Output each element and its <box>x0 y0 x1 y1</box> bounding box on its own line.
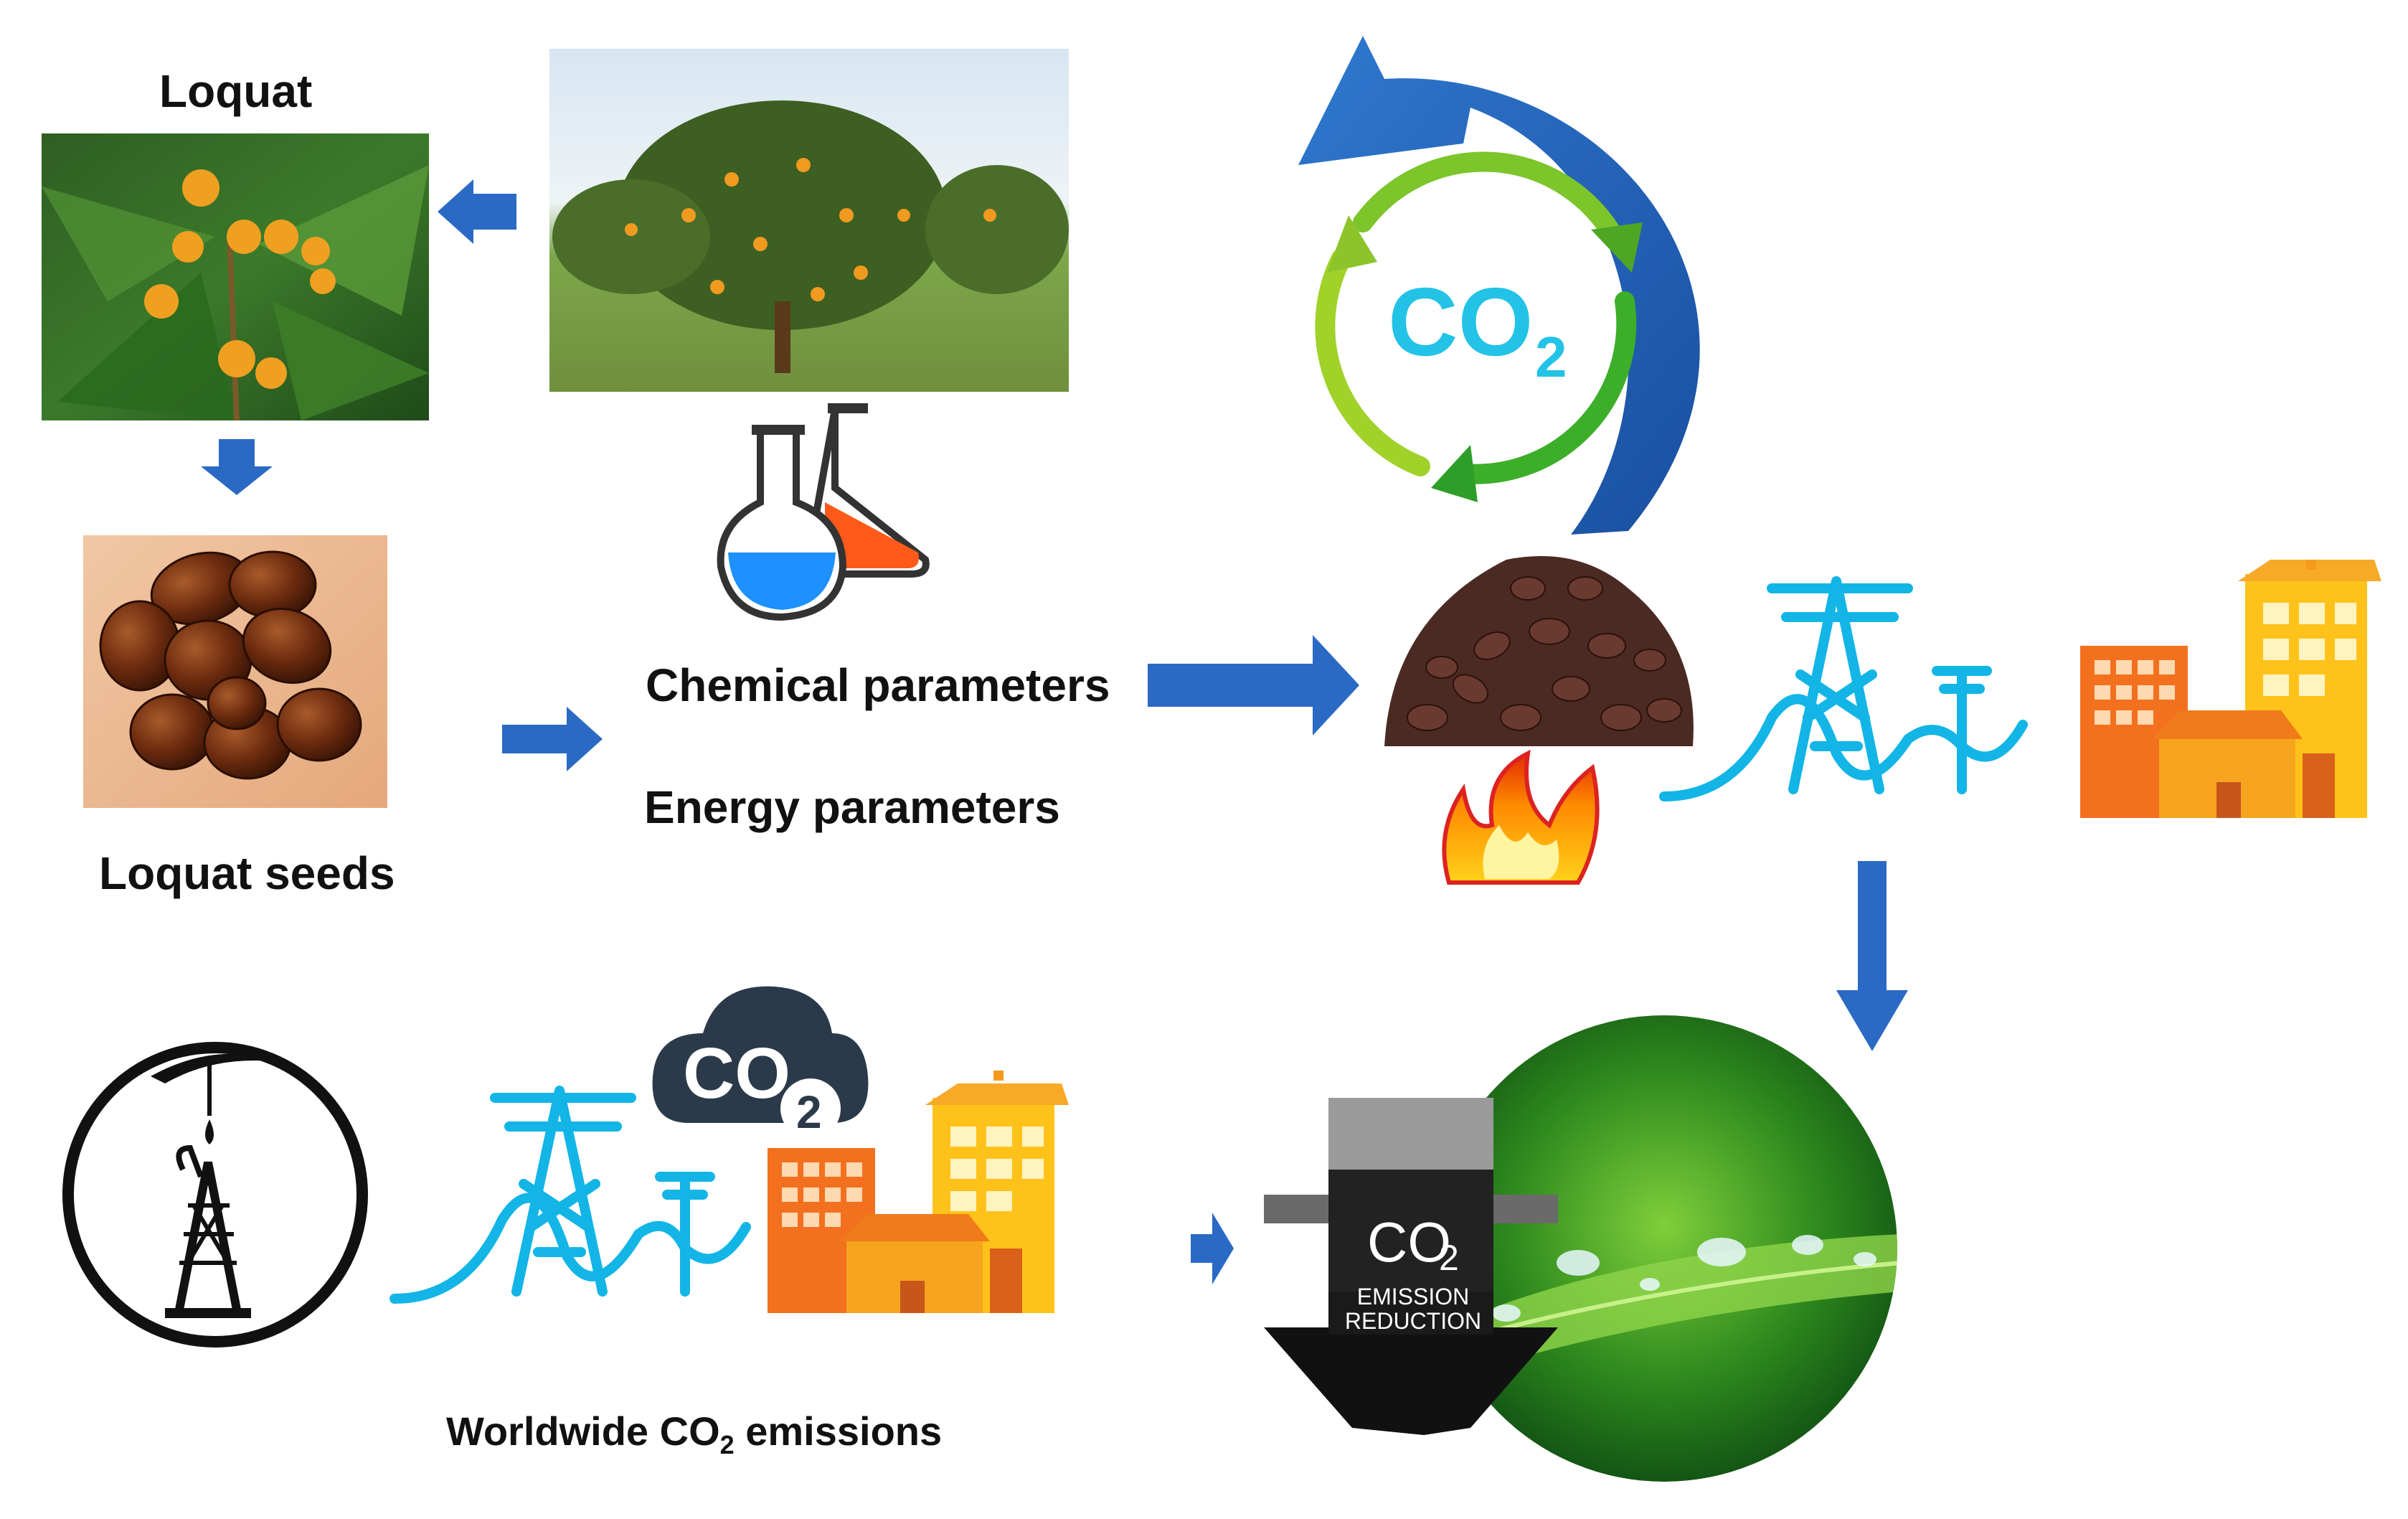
arrow-fruit-to-seeds <box>201 439 273 495</box>
co2-cloud-subscript: 2 <box>796 1086 822 1138</box>
co2-cloud-label: CO <box>683 1033 790 1114</box>
arrow-emissions-to-reduction <box>1191 1213 1234 1284</box>
loquat-tree-photo <box>549 49 1069 392</box>
power-grid-icon <box>1659 576 2028 801</box>
energy-parameters-label: Energy parameters <box>644 781 1060 833</box>
emission-badge-line2: REDUCTION <box>1345 1308 1481 1334</box>
oil-rig-icon <box>62 1042 368 1348</box>
flasks-icon <box>717 403 930 621</box>
power-grid-icon <box>389 1086 751 1304</box>
roasted-seeds-photo <box>1384 556 1694 746</box>
arrow-seeds-to-parameters <box>502 707 603 771</box>
loquat-fruit-photo <box>42 133 429 421</box>
worldwide-emissions-suffix: emissions <box>734 1409 943 1454</box>
worldwide-emissions-prefix: Worldwide CO <box>446 1409 720 1454</box>
co2-emission-reduction-icon: CO 2 EMISSION REDUCTION <box>1264 1098 1558 1435</box>
fire-icon <box>1442 749 1600 885</box>
worldwide-emissions-label: Worldwide CO2 emissions <box>446 1408 942 1460</box>
arrow-tree-to-fruit <box>438 179 516 244</box>
loquat-label: Loquat <box>159 65 313 117</box>
co2-cycle-label: CO <box>1388 268 1534 376</box>
loquat-seeds-photo <box>83 535 387 808</box>
co2-cloud-icon: CO 2 <box>652 986 869 1139</box>
chemical-parameters-label: Chemical parameters <box>646 659 1110 711</box>
loquat-seeds-label: Loquat seeds <box>99 847 395 899</box>
curved-return-arrow <box>1298 36 1700 535</box>
emission-badge-subscript: 2 <box>1439 1238 1459 1278</box>
leaf-droplets-photo <box>1431 1015 1897 1482</box>
co2-cycle-icon: CO 2 <box>1315 151 1643 502</box>
emission-badge-co: CO <box>1367 1210 1451 1274</box>
co2-cycle-subscript: 2 <box>1535 325 1567 389</box>
worldwide-emissions-subscript: 2 <box>719 1430 735 1460</box>
arrow-grid-to-leaf <box>1836 861 1908 1051</box>
emission-badge-line1: EMISSION <box>1357 1284 1469 1309</box>
buildings-icon <box>768 1071 1069 1313</box>
buildings-icon <box>2080 560 2381 818</box>
arrow-parameters-to-combustion <box>1148 635 1359 735</box>
